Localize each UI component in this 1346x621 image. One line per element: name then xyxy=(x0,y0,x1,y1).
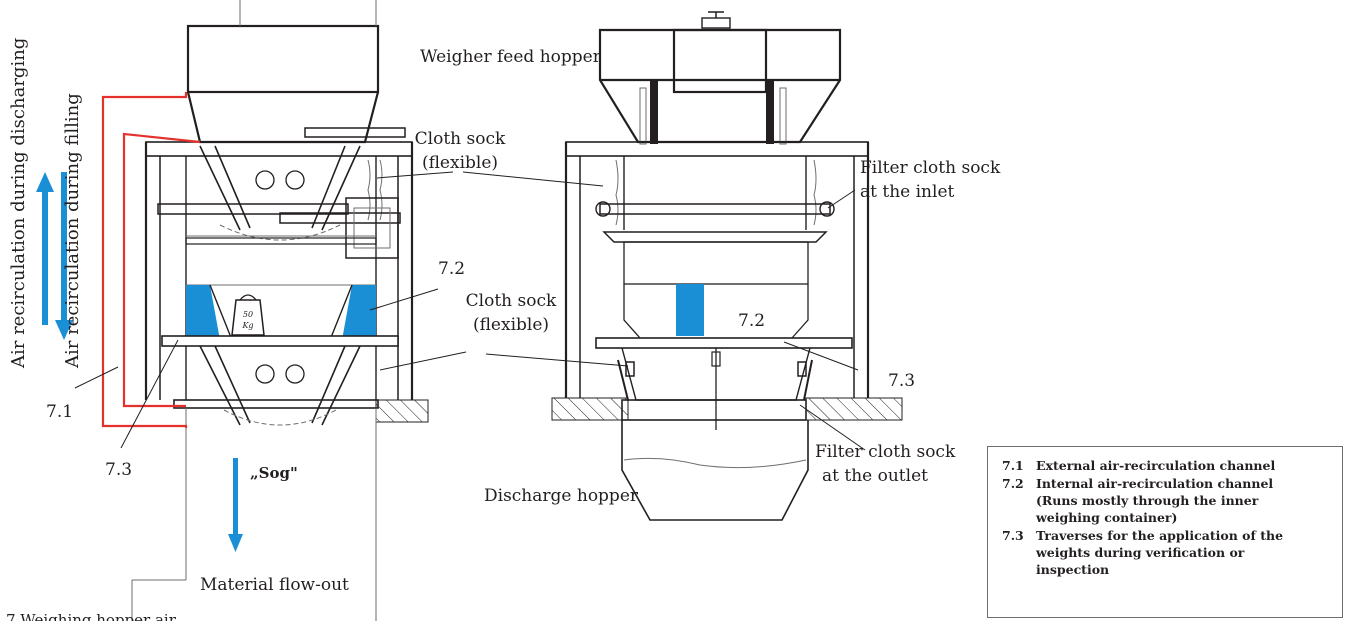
legend-text: Internal air-recirculation channel (Runs… xyxy=(1036,476,1274,525)
traverse-bar-right xyxy=(595,337,853,349)
weight-unit: Kg xyxy=(241,321,253,330)
sog-arrow-down-icon xyxy=(228,534,243,552)
label-air-recirc-filling: Air recirculation during filling xyxy=(62,93,83,369)
label-cloth-sock-top: Cloth sock xyxy=(415,129,506,149)
leader-lines xyxy=(74,171,866,451)
label-air-recirc-discharging: Air recirculation during discharging xyxy=(8,38,29,369)
label-7-3-right: 7.3 xyxy=(888,371,915,391)
arrow-up-icon xyxy=(36,172,54,192)
legend-num: 7.2 xyxy=(1002,476,1024,491)
label-7-2-right: 7.2 xyxy=(738,311,765,331)
air-flow-arrows xyxy=(36,172,243,552)
legend-box: 7.1 External air-recirculation channel 7.… xyxy=(987,446,1343,618)
legend-num: 7.1 xyxy=(1002,458,1024,473)
legend-text: Traverses for the application of the wei… xyxy=(1036,528,1284,577)
label-material-flow-out: Material flow-out xyxy=(200,575,349,595)
legend-item: 7.3 Traverses for the application of the … xyxy=(1002,527,1342,578)
weight-icon: 50 Kg xyxy=(231,294,265,336)
legend-text: External air-recirculation channel xyxy=(1036,458,1276,473)
label-discharge-hopper: Discharge hopper xyxy=(484,486,639,506)
traverse-bar-left xyxy=(161,335,399,347)
figure-caption: 7 Weighing hopper air xyxy=(6,611,177,621)
label-cloth-sock-mid: Cloth sock xyxy=(466,291,557,311)
label-7-1: 7.1 xyxy=(46,402,73,422)
label-sog: „Sog" xyxy=(250,464,298,482)
legend-item: 7.1 External air-recirculation channel xyxy=(1002,457,1342,474)
label-filter-outlet: Filter cloth sock xyxy=(815,442,956,462)
right-drawing xyxy=(551,11,903,521)
internal-channel-right-drawing-fill xyxy=(676,284,704,336)
arrow-down-icon xyxy=(55,320,73,340)
label-filter-inlet: Filter cloth sock xyxy=(860,158,1001,178)
left-drawing: 50 Kg xyxy=(101,0,429,621)
label-cloth-sock-top-flexible: (flexible) xyxy=(422,153,498,173)
legend-item: 7.2 Internal air-recirculation channel (R… xyxy=(1002,475,1342,526)
external-channel-inner xyxy=(122,132,201,408)
legend-num: 7.3 xyxy=(1002,528,1024,543)
feed-hopper-box-left xyxy=(186,24,380,94)
internal-channel-left-fill xyxy=(186,285,220,340)
feed-hopper-box-right xyxy=(672,28,768,94)
external-channel-outer xyxy=(101,92,188,428)
label-7-3-left: 7.3 xyxy=(105,460,132,480)
internal-channel-right-fill xyxy=(342,285,376,340)
label-cloth-sock-mid-flexible: (flexible) xyxy=(473,315,549,335)
label-weigher-feed-hopper: Weigher feed hopper xyxy=(420,47,602,67)
weight-value: 50 xyxy=(243,310,253,319)
label-filter-inlet-2: at the inlet xyxy=(860,182,954,202)
label-filter-outlet-2: at the outlet xyxy=(822,466,928,486)
label-7-2-left: 7.2 xyxy=(438,259,465,279)
